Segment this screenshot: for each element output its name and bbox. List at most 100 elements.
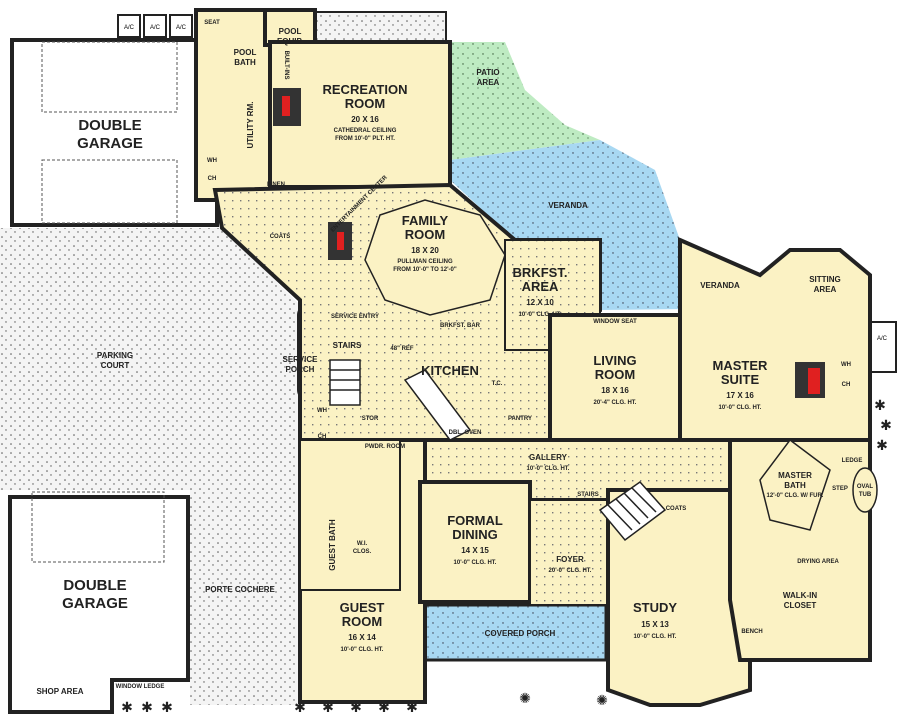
rooms-service-entry-label: SERVICE ENTRY	[331, 314, 379, 320]
patio-area	[450, 42, 600, 160]
rooms-study-name-label: STUDY	[633, 600, 677, 615]
rooms-master-bath-drying-label: DRYING AREA	[797, 559, 839, 565]
svg-text:✱: ✱	[876, 438, 888, 454]
rooms-ac-units-1-label: A/C	[150, 25, 161, 31]
rooms-porte-cochere-label: PORTE COCHERE	[205, 585, 275, 594]
rooms-family-note-2-label: FROM 10'-0" TO 12'-0"	[393, 267, 457, 273]
rooms-recreation-name-2-label: ROOM	[345, 96, 385, 111]
rooms-guest-name-1-label: GUEST	[340, 600, 385, 615]
rooms-master-sitting-2-label: AREA	[814, 285, 837, 294]
rooms-wi-clos-name-1-label: W.I.	[357, 541, 368, 547]
rooms-master-bath-step-label: STEP	[832, 486, 848, 492]
rooms-recreation-note-2-label: FROM 10'-0" PLT. HT.	[335, 136, 395, 142]
rooms-kitchen-tc-label: T.C.	[492, 381, 503, 387]
rooms-guest-name-2-label: ROOM	[342, 614, 382, 629]
rooms-mech-ch-label: CH	[208, 176, 217, 182]
rooms-family-name-2-label: ROOM	[405, 227, 445, 242]
rooms-master-size-label: 17 X 16	[726, 391, 754, 400]
svg-text:✱: ✱	[141, 700, 153, 716]
rooms-garage-top-name-2-label: GARAGE	[77, 135, 143, 152]
rooms-pool-bath-name-2-label: BATH	[234, 58, 256, 67]
svg-text:✱: ✱	[161, 700, 173, 716]
rooms-mech-wh-label: WH	[207, 158, 217, 164]
rooms-mech-ch-label: CH	[318, 434, 327, 440]
rooms-study-size-label: 15 X 13	[641, 620, 669, 629]
rooms-family-size-label: 18 X 20	[411, 246, 439, 255]
rooms-recreation-built-ins-label: BUILT-INS	[283, 51, 289, 80]
porte-cochere-area	[190, 490, 305, 705]
rooms-mech-ch-label: CH	[842, 382, 851, 388]
rooms-closet-name-1-label: WALK-IN	[783, 591, 817, 600]
rooms-recreation-name-1-label: RECREATION	[323, 82, 408, 97]
rooms-brkfst-name-2-label: AREA	[522, 279, 559, 294]
rooms-formal-dining-name-1-label: FORMAL	[447, 513, 503, 528]
fireplaces	[273, 88, 825, 398]
garage-bottom	[8, 495, 190, 714]
rooms-pool-equip-name-2-label: EQUIP.	[277, 37, 303, 46]
svg-text:✱: ✱	[880, 418, 892, 434]
svg-text:✱: ✱	[294, 700, 306, 716]
rooms-master-name-2-label: SUITE	[721, 372, 760, 387]
svg-text:✱: ✱	[121, 700, 133, 716]
rooms-gallery-name-label: GALLERY	[529, 453, 568, 462]
rooms-master-bath-tub-2-label: TUB	[859, 492, 872, 498]
rooms-foyer-note-label: 20'-0" CLG. HT.	[549, 568, 592, 574]
rooms-parking-name-2-label: COURT	[101, 361, 130, 370]
rooms-garage-bottom-shop-label: SHOP AREA	[36, 687, 83, 696]
rooms-living-name-1-label: LIVING	[593, 353, 636, 368]
rooms-living-size-label: 18 X 16	[601, 386, 629, 395]
rooms-master-bath-tub-1-label: OVAL	[857, 484, 874, 490]
rooms-stairs-1-label: STAIRS	[333, 341, 362, 350]
house-interior	[194, 8, 878, 707]
rooms-garage-bottom-ledge-label: WINDOW LEDGE	[116, 684, 165, 690]
svg-text:✺: ✺	[596, 693, 608, 709]
garage-top-label: DOUBLE	[78, 117, 141, 134]
rooms-family-note-1-label: PULLMAN CEILING	[397, 259, 453, 265]
rooms-pool-equip-name-1-label: POOL	[279, 27, 302, 36]
rooms-service-porch-name-2-label: PORCH	[286, 365, 315, 374]
svg-text:✱: ✱	[378, 700, 390, 716]
rooms-ac-units-0-label: A/C	[124, 25, 135, 31]
rooms-patio-name-2-label: AREA	[477, 78, 500, 87]
rooms-veranda-1-label: VERANDA	[548, 201, 588, 210]
rooms-formal-dining-note-label: 10'-0" CLG. HT.	[454, 560, 497, 566]
rooms-kitchen-pantry-label: PANTRY	[508, 416, 532, 422]
rooms-veranda-2-label: VERANDA	[700, 281, 740, 290]
landscape-strip-top	[315, 11, 447, 43]
rooms-covered-porch-label: COVERED PORCH	[485, 629, 556, 638]
rooms-kitchen-dbl-oven-label: DBL. OVEN	[449, 430, 482, 436]
svg-text:✺: ✺	[519, 691, 531, 707]
rooms-guest-bath-label: GUEST BATH	[328, 519, 337, 571]
rooms-study-note-label: 10'-0" CLG. HT.	[634, 634, 677, 640]
rooms-coats-2-label: COATS	[666, 506, 687, 512]
rooms-closet-bench-label: BENCH	[741, 629, 762, 635]
rooms-recreation-note-1-label: CATHEDRAL CEILING	[334, 128, 397, 134]
rooms-pool-bath-seat-label: SEAT	[204, 20, 220, 26]
rooms-brkfst-size-label: 12 X 10	[526, 298, 554, 307]
rooms-formal-dining-name-2-label: DINING	[452, 527, 498, 542]
rooms-foyer-name-label: FOYER	[556, 555, 584, 564]
rooms-formal-dining-size-label: 14 X 15	[461, 546, 489, 555]
rooms-stairs-2-label: STAIRS	[577, 492, 599, 498]
garage-top	[10, 38, 219, 227]
rooms-wi-clos-name-2-label: CLOS.	[353, 549, 372, 555]
rooms-master-bath-name-2-label: BATH	[784, 481, 806, 490]
rooms-garage-bottom-name-2-label: GARAGE	[62, 595, 128, 612]
rooms-family-name-1-label: FAMILY	[402, 213, 449, 228]
rooms-mech-wh-label: WH	[841, 362, 851, 368]
garage-bottom-label: DOUBLE	[63, 577, 126, 594]
rooms-living-name-2-label: ROOM	[595, 367, 635, 382]
svg-text:✱: ✱	[406, 700, 418, 716]
rooms-gallery-note-label: 10'-0" CLG. HT.	[527, 466, 570, 472]
rooms-powder-label: PWDR. ROOM	[365, 444, 405, 450]
rooms-living-note-label: 20'-4" CLG. HT.	[594, 400, 637, 406]
rooms-linen-label: LINEN	[267, 182, 285, 188]
rooms-kitchen-bar-label: BRKFST. BAR	[440, 323, 481, 329]
rooms-living-window-seat-label: WINDOW SEAT	[593, 319, 637, 325]
rooms-guest-note-label: 10'-0" CLG. HT.	[341, 647, 384, 653]
rooms-master-sitting-1-label: SITTING	[809, 275, 841, 284]
rooms-brkfst-note-label: 10'-0" CLG. HT.	[519, 312, 562, 318]
rooms-mech-wh-label: WH	[317, 408, 327, 414]
svg-text:✱: ✱	[322, 700, 334, 716]
